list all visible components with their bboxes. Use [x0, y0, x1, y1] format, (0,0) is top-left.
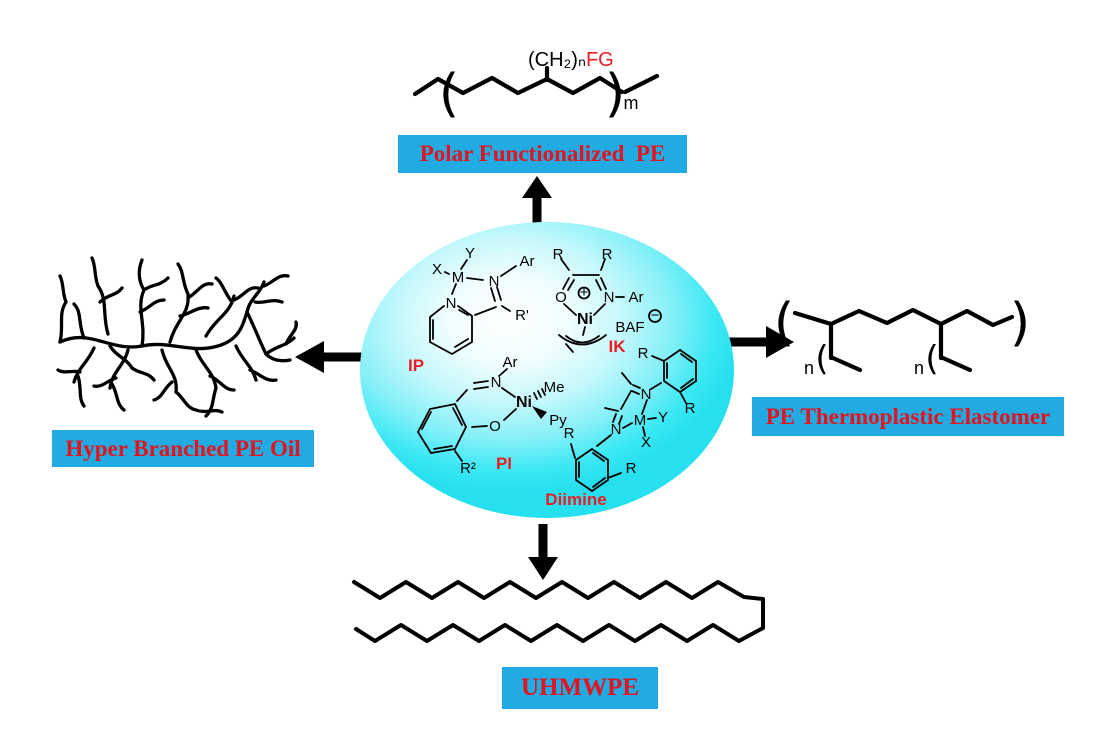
pi-atom-Py: Py [549, 412, 567, 429]
ik-atom-R-left: R [553, 246, 564, 263]
hyperbranched-label: Hyper Branched PE Oil [65, 435, 301, 461]
close-paren: ) [605, 64, 625, 124]
pi-atom-R2: R² [460, 460, 476, 477]
branch-paren-2: ( [925, 339, 938, 379]
diimine-atom-X: X [641, 434, 651, 451]
uhmwpe-structure [352, 580, 765, 643]
diimine-atom-M: M [634, 412, 647, 429]
backbone [412, 75, 625, 97]
branch-paren-1: ( [815, 339, 828, 379]
plus-charge-icon [577, 286, 591, 300]
elastomer-structure: ( ) ( ( n n [774, 293, 1030, 379]
ik-atom-R-right: R [602, 246, 613, 263]
diimine-R-4: R [626, 460, 637, 477]
diimine-tag: Diimine [545, 490, 606, 509]
ip-ring-N: N [446, 295, 457, 312]
diimine-atom-N-top: N [641, 386, 652, 403]
end-bond [622, 73, 660, 95]
diimine-atom-N-bottom: N [611, 421, 622, 438]
elastomer-label-box: PE Thermoplastic Elastomer [752, 397, 1064, 436]
diimine-R-2: R [685, 400, 696, 417]
polar-pe-label-box: Polar Functionalized PE [398, 135, 687, 173]
diimine-atom-Y: Y [658, 409, 668, 426]
catalyst-ellipse [360, 222, 734, 518]
ip-atom-Rprime: R' [515, 307, 529, 324]
diimine-structure: N N M Y X R R R R Diimine [545, 345, 697, 509]
repeat-subscript-n1: n [804, 358, 814, 378]
pi-atom-Ni: Ni [516, 394, 532, 411]
ik-atom-N: N [604, 289, 615, 306]
pi-atom-Ar: Ar [503, 354, 518, 371]
repeat-subscript-n2: n [914, 358, 924, 378]
arrow-left [295, 341, 365, 373]
ch2n-label: (CH₂)ₙFG [528, 49, 614, 71]
repeat-subscript-m: m [624, 93, 639, 113]
functional-group-label: FG [586, 49, 614, 71]
diimine-R-3: R [564, 425, 575, 442]
ik-counterion: BAF [615, 319, 644, 336]
ik-minus: − [651, 307, 660, 324]
ip-atom-M: M [452, 269, 465, 286]
hyperbranched-label-box: Hyper Branched PE Oil [52, 430, 314, 467]
py-wedge-bond [532, 406, 547, 419]
catalyst-structures: Y X M N Ar R' N IP + [408, 245, 697, 509]
ip-atom-Ar: Ar [520, 253, 535, 270]
elastomer-label: PE Thermoplastic Elastomer [765, 403, 1051, 429]
ip-atom-X: X [432, 261, 442, 278]
arrow-down [528, 524, 558, 580]
elastomer-close-paren: ) [1010, 293, 1030, 353]
diimine-R-1: R [638, 345, 649, 362]
ik-tag: IK [609, 337, 627, 356]
polar-pe-label: Polar Functionalized PE [419, 141, 666, 166]
pi-atom-O: O [489, 418, 501, 435]
pi-tag: PI [496, 454, 512, 473]
polar-pe-structure: (CH₂)ₙFG ( ) m [412, 49, 660, 124]
arrow-up [522, 176, 552, 226]
open-paren: ( [439, 64, 459, 124]
ip-structure: Y X M N Ar R' N IP [408, 245, 535, 375]
elastomer-open-paren: ( [774, 293, 794, 353]
ip-atom-N: N [489, 273, 500, 290]
arrow-right [726, 326, 794, 358]
pi-atom-Me: Me [544, 379, 565, 396]
ik-atom-O: O [555, 289, 567, 306]
ik-plus: + [580, 284, 589, 301]
ik-atom-Ar: Ar [629, 289, 644, 306]
uhmwpe-label-box: UHMWPE [502, 667, 658, 709]
minus-charge-icon [648, 309, 662, 323]
uhmwpe-label: UHMWPE [520, 674, 640, 701]
hyperbranched-pe-structure [56, 256, 298, 418]
ik-structure: + − R R O N Ar Ni BAF IK [553, 246, 662, 356]
ip-atom-Y: Y [465, 245, 475, 262]
pi-atom-N: N [491, 374, 502, 391]
pi-structure: Ar N Ni Me Py O R² PI [416, 354, 567, 477]
ip-tag: IP [408, 356, 424, 375]
ik-atom-Ni: Ni [577, 311, 593, 328]
